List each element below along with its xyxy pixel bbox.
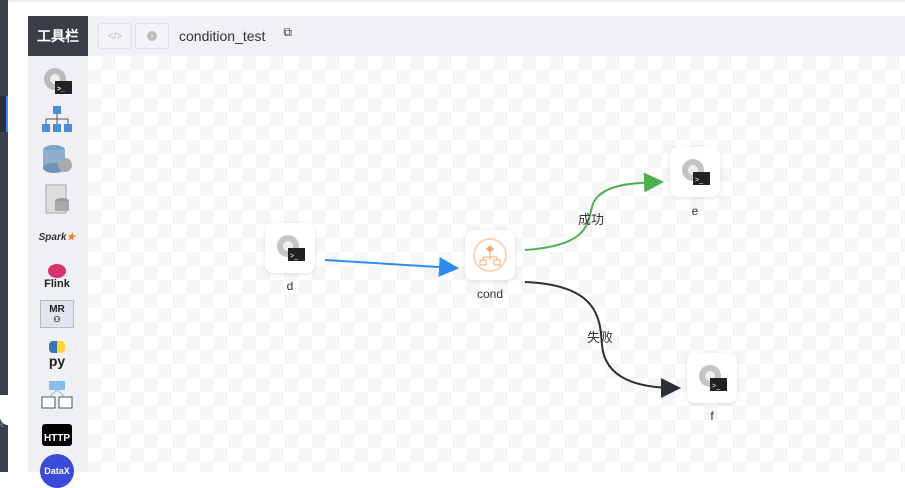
tool-sub-process[interactable] xyxy=(40,102,74,136)
spark-icon: Spark xyxy=(38,231,67,243)
mapreduce-icon: MR xyxy=(49,304,65,315)
edges-layer xyxy=(324,172,681,398)
app-left-nav xyxy=(0,0,8,472)
tool-procedure[interactable] xyxy=(40,142,74,176)
run-button[interactable]: › xyxy=(135,23,169,49)
tool-python[interactable]: py xyxy=(40,338,74,372)
edge-cond-f-failure xyxy=(524,281,681,398)
svg-text:>_: >_ xyxy=(712,383,720,390)
collapse-chevron-icon[interactable]: ‹ xyxy=(0,417,4,431)
toolbar-title: 工具栏 xyxy=(28,16,88,56)
edge-cond-e-success xyxy=(524,172,664,251)
flink-icon xyxy=(48,264,66,278)
edge-label-success: 成功 xyxy=(578,212,605,227)
svg-text:>_: >_ xyxy=(290,253,298,260)
node-cond[interactable] xyxy=(465,230,515,280)
copy-icon[interactable]: ⧉ xyxy=(283,24,292,39)
nav-active-item[interactable] xyxy=(0,96,8,132)
svg-text:>_: >_ xyxy=(695,177,703,184)
tool-mr[interactable]: MR⚇ xyxy=(40,300,74,328)
tool-sidebar: >_ Spark★ Flink MR⚇ py HTTP DataX xyxy=(28,56,88,488)
shell-gear-icon: >_ xyxy=(682,159,710,185)
hierarchy-icon xyxy=(42,106,72,132)
shell-gear-icon: >_ xyxy=(44,68,72,94)
sql-database-icon xyxy=(45,184,69,214)
tool-spark[interactable]: Spark★ xyxy=(38,231,76,243)
node-d[interactable]: >_ xyxy=(265,223,315,273)
tool-shell[interactable]: >_ xyxy=(40,64,74,98)
view-code-button[interactable]: </> xyxy=(98,23,132,49)
http-icon: HTTP xyxy=(41,424,73,446)
tool-sql[interactable] xyxy=(40,182,74,216)
dag-header: </> › condition_test ⧉ xyxy=(88,16,905,56)
condition-icon xyxy=(473,238,507,272)
tool-http[interactable]: HTTP xyxy=(40,418,74,452)
node-label-d: d xyxy=(286,279,294,293)
tool-flink[interactable]: Flink xyxy=(40,260,74,294)
edge-label-failure: 失败 xyxy=(587,330,614,345)
node-label-f: f xyxy=(710,409,714,423)
python-icon xyxy=(49,341,65,353)
edge-d-cond xyxy=(324,257,459,277)
play-circle-icon: › xyxy=(147,31,157,41)
code-icon: </> xyxy=(107,30,123,42)
dependent-icon xyxy=(41,381,73,409)
shell-gear-icon: >_ xyxy=(699,365,727,391)
tool-dependent[interactable] xyxy=(40,378,74,412)
node-label-e: e xyxy=(691,204,699,218)
node-f[interactable]: >_ xyxy=(687,353,737,403)
shell-gear-icon: >_ xyxy=(277,235,305,261)
node-e[interactable]: >_ xyxy=(670,147,720,197)
svg-text:>_: >_ xyxy=(57,86,65,93)
node-label-cond: cond xyxy=(476,287,504,301)
workflow-name: condition_test xyxy=(179,28,266,44)
database-gear-icon xyxy=(43,145,72,173)
